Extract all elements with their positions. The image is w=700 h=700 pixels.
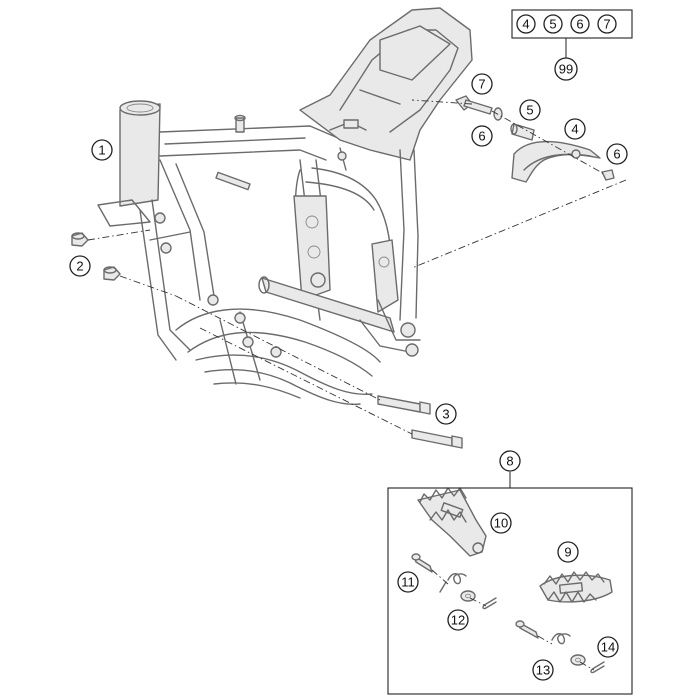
callout-footrest-right[interactable]: 10 — [490, 512, 512, 534]
callout-footrest-left[interactable]: 9 — [557, 541, 579, 563]
callout-footrest-kit[interactable]: 8 — [499, 450, 521, 472]
repair-kit-number-label: 99 — [559, 62, 573, 77]
repair-kit-item-3[interactable]: 6 — [570, 14, 590, 34]
callout-frame[interactable]: 1 — [91, 139, 113, 161]
callout-washer-a-label: 6 — [478, 129, 485, 144]
callout-screw-label: 7 — [478, 77, 485, 92]
callout-cotter-pin-label: 14 — [601, 640, 615, 655]
repair-kit-box — [511, 9, 633, 39]
callout-sleeve[interactable]: 5 — [519, 99, 541, 121]
callout-bolts[interactable]: 3 — [435, 403, 457, 425]
repair-kit-item-1[interactable]: 4 — [516, 14, 536, 34]
repair-kit-item-4-label: 7 — [603, 17, 610, 32]
bolts-drawing — [377, 395, 463, 449]
callout-bolts-label: 3 — [442, 407, 449, 422]
guard-hardware-drawing — [455, 95, 615, 183]
callout-frame-label: 1 — [98, 143, 105, 158]
repair-kit-item-3-label: 6 — [576, 17, 583, 32]
callout-spring[interactable]: 12 — [447, 609, 469, 631]
assembly-lines — [87, 99, 627, 671]
callout-footrest-kit-label: 8 — [506, 454, 513, 469]
repair-kit-item-2[interactable]: 5 — [543, 14, 563, 34]
callout-washer-small-label: 13 — [536, 663, 550, 678]
repair-kit-item-4[interactable]: 7 — [597, 14, 617, 34]
callout-washer-small[interactable]: 13 — [532, 659, 554, 681]
callout-pin-label: 11 — [401, 575, 415, 590]
nuts-drawing — [71, 232, 121, 281]
repair-kit-item-2-label: 5 — [549, 17, 556, 32]
callout-footrest-left-label: 9 — [564, 545, 571, 560]
callout-guard[interactable]: 4 — [564, 118, 586, 140]
repair-kit-item-1-label: 4 — [522, 17, 529, 32]
callout-spring-label: 12 — [451, 613, 465, 628]
frame-drawing — [97, 7, 473, 406]
callout-washer-b-label: 6 — [613, 147, 620, 162]
callout-screw[interactable]: 7 — [471, 73, 493, 95]
callout-cotter-pin[interactable]: 14 — [597, 636, 619, 658]
footrest-kit-drawing — [411, 487, 613, 674]
callout-nut[interactable]: 2 — [69, 255, 91, 277]
callout-nut-label: 2 — [76, 259, 83, 274]
repair-kit-number[interactable]: 99 — [554, 57, 578, 81]
callout-guard-label: 4 — [571, 122, 578, 137]
callout-footrest-right-label: 10 — [494, 516, 508, 531]
callout-pin[interactable]: 11 — [397, 571, 419, 593]
callout-washer-b[interactable]: 6 — [606, 143, 628, 165]
callout-washer-a[interactable]: 6 — [471, 125, 493, 147]
callout-sleeve-label: 5 — [526, 103, 533, 118]
